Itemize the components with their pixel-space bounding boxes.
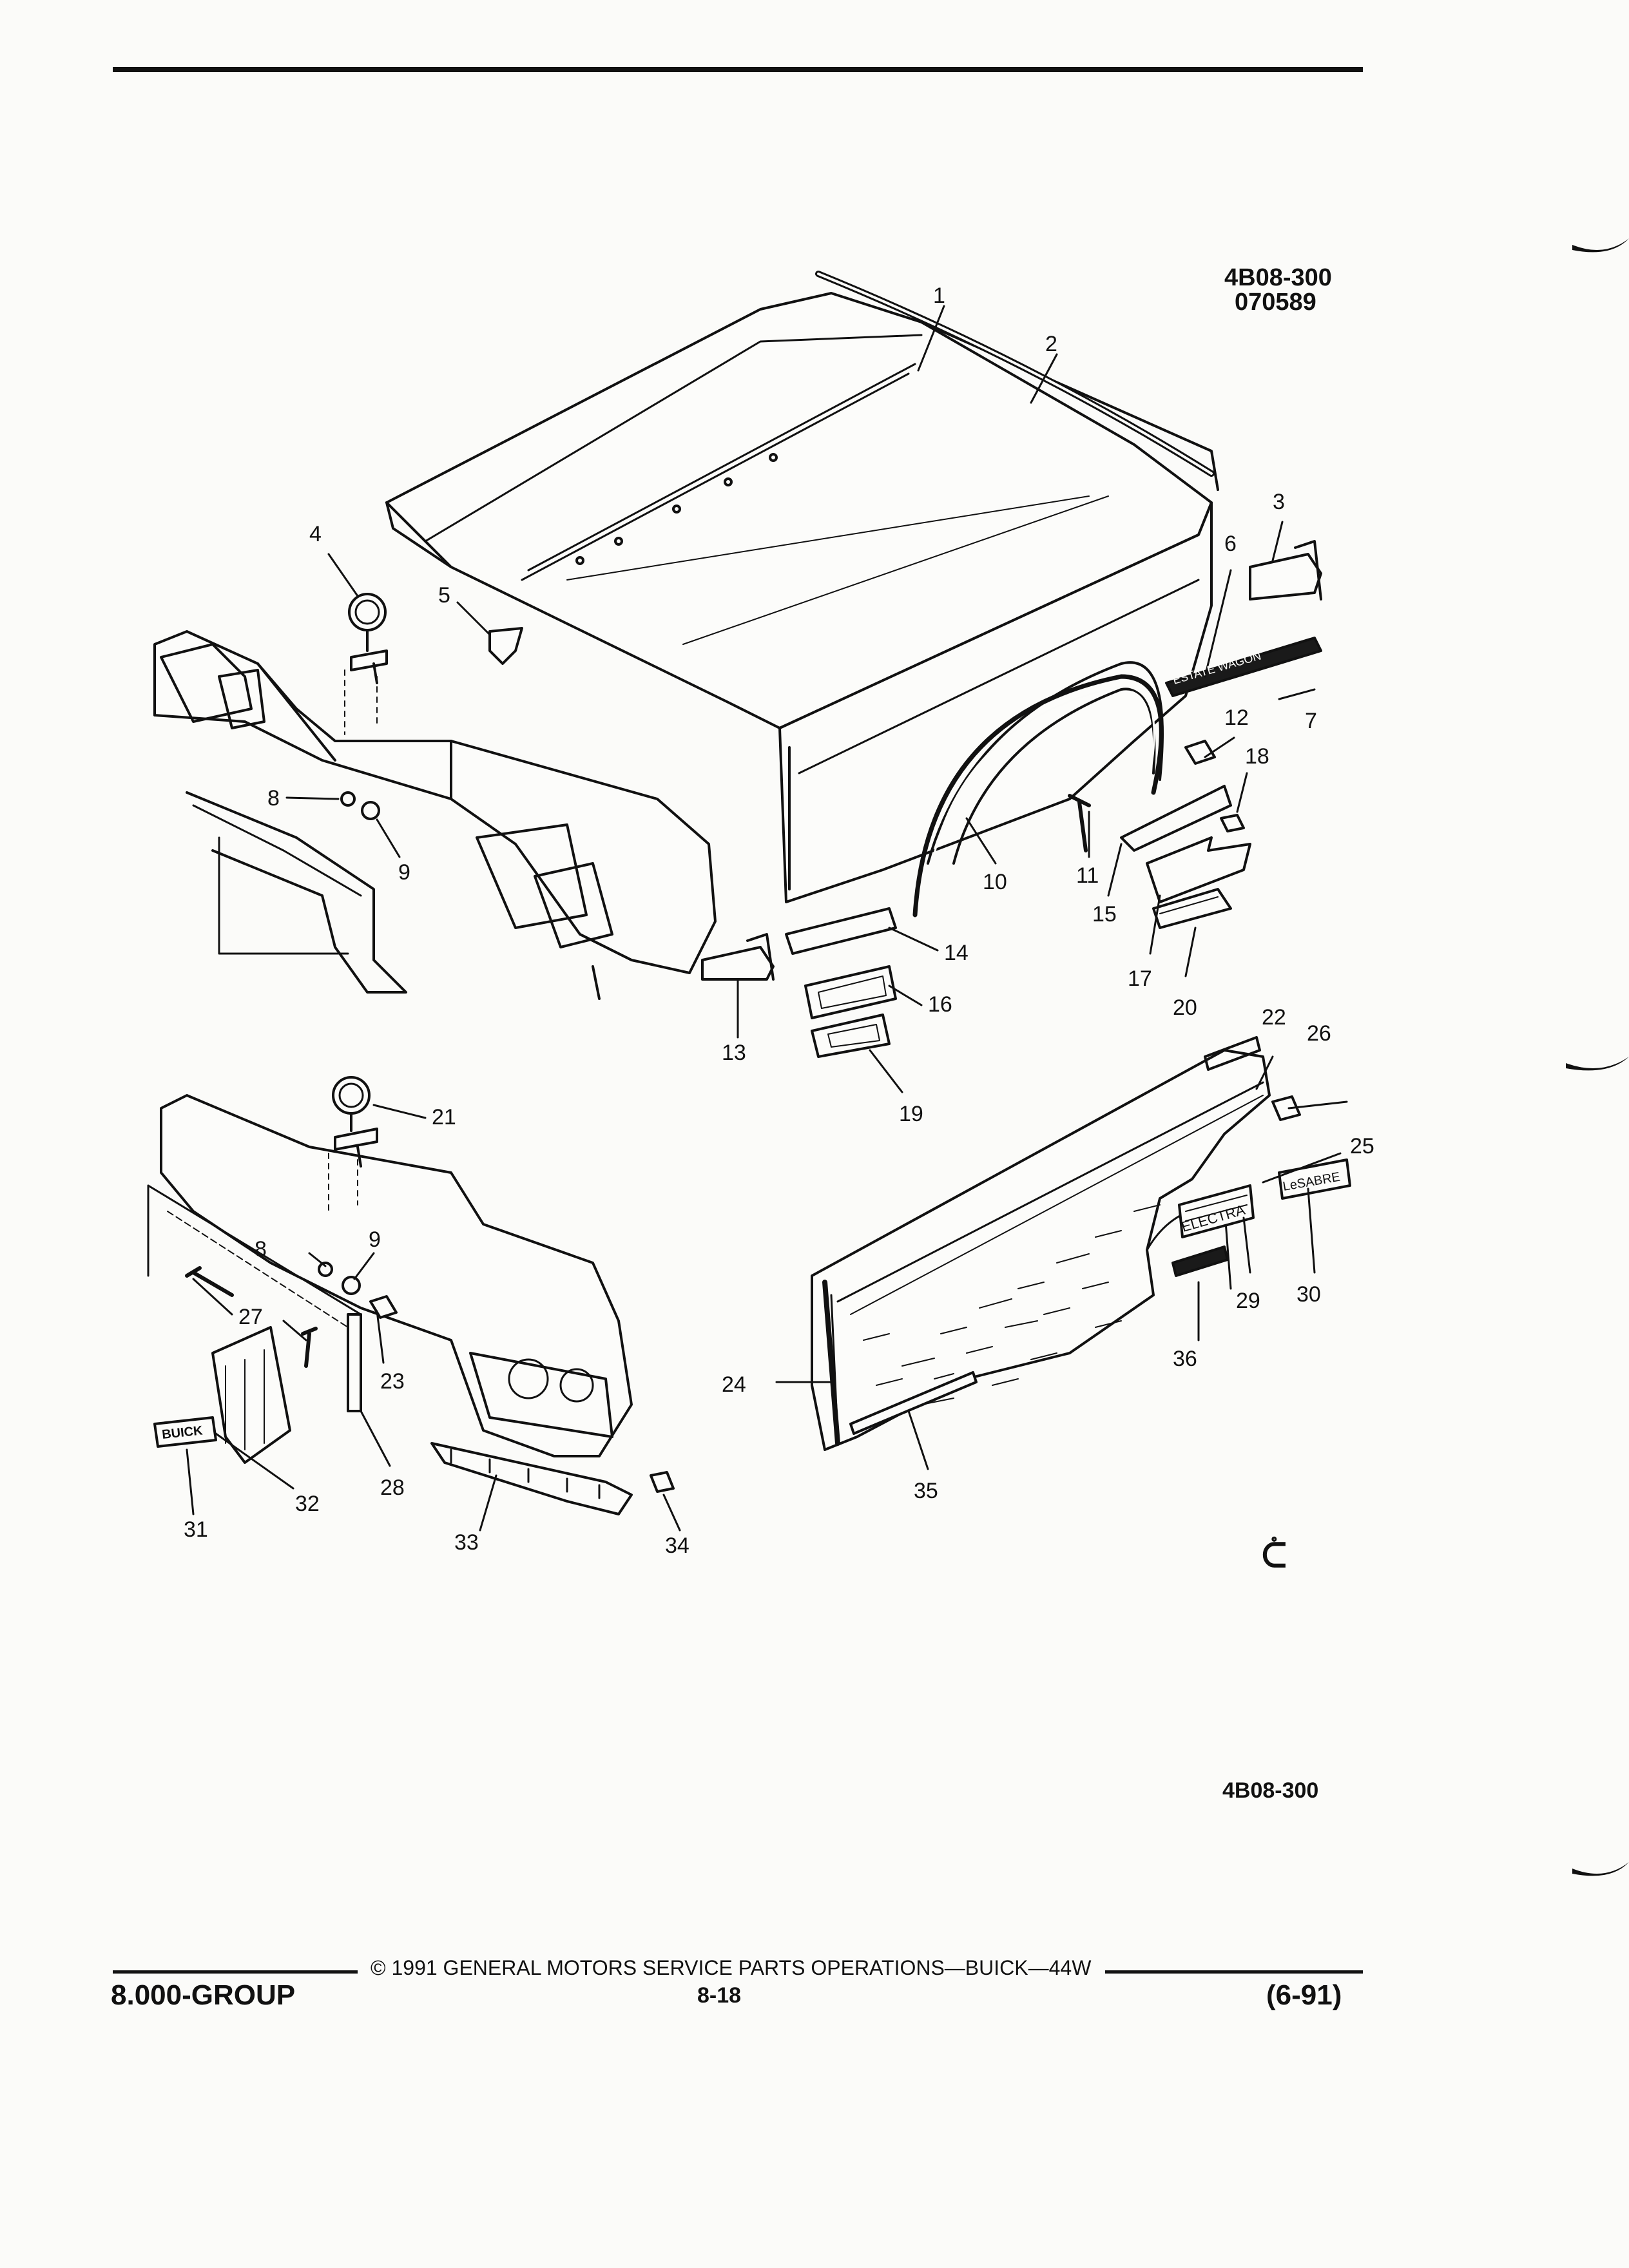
molding-15 [1120, 785, 1232, 852]
ref-code: 4B08-300 [1224, 264, 1332, 291]
molding-17 [1146, 836, 1251, 903]
callout-21: 21 [432, 1105, 456, 1129]
edge-mark [1572, 238, 1629, 253]
callout-34: 34 [665, 1533, 689, 1558]
clip-26 [1271, 1095, 1301, 1121]
ornament-4 [348, 593, 387, 631]
callout-19: 19 [899, 1102, 923, 1126]
callout-28: 28 [380, 1475, 405, 1500]
callout-26: 26 [1307, 1021, 1331, 1046]
molding-33 [430, 1442, 633, 1515]
callout-7: 7 [1305, 709, 1317, 733]
footer-copyright: © 1991 GENERAL MOTORS SERVICE PARTS OPER… [371, 1956, 1092, 1979]
callout-36: 36 [1173, 1347, 1197, 1371]
front-fender [811, 1036, 1271, 1451]
screw-11 [1068, 794, 1091, 852]
callout-9: 9 [398, 860, 410, 885]
hood [385, 292, 1219, 729]
callout-33: 33 [454, 1530, 479, 1555]
top-rule [113, 67, 1363, 72]
clip-34 [650, 1471, 675, 1493]
footer-rule-left [113, 1970, 358, 1974]
callout-5: 5 [438, 583, 450, 608]
leader-lines [186, 305, 1348, 1532]
bolt-27b [301, 1327, 318, 1368]
figure-ref: 4B08-300 [1222, 1778, 1319, 1803]
footer-page: 8-18 [697, 1983, 742, 2008]
molding-35 [849, 1371, 978, 1435]
callout-24: 24 [722, 1372, 746, 1397]
bolt-27a [185, 1266, 234, 1297]
callout-17: 17 [1128, 966, 1152, 991]
molding-14 [785, 907, 897, 955]
callout-8b: 8 [255, 1237, 267, 1262]
callout-35: 35 [914, 1479, 938, 1503]
callout-18: 18 [1245, 744, 1269, 769]
callout-23: 23 [380, 1369, 405, 1394]
nut-9 [361, 801, 380, 820]
callout-11: 11 [1076, 863, 1099, 888]
callout-6: 6 [1224, 532, 1237, 556]
clip-18 [1220, 814, 1245, 832]
callout-16: 16 [928, 992, 952, 1017]
callout-2: 2 [1045, 332, 1057, 356]
nut-8b [318, 1262, 333, 1277]
callout-3: 3 [1273, 490, 1285, 514]
clip-5 [488, 627, 523, 665]
callout-4: 4 [309, 522, 322, 546]
callout-29: 29 [1236, 1289, 1260, 1313]
callout-25: 25 [1350, 1134, 1374, 1158]
lamp-16 [804, 965, 897, 1019]
quarter-panel [778, 501, 1213, 918]
nut-8 [340, 791, 356, 807]
ornament-21 [332, 1076, 371, 1115]
callout-32: 32 [295, 1492, 320, 1516]
callout-8: 8 [267, 786, 280, 811]
seal-24 [822, 1280, 840, 1446]
callout-22: 22 [1262, 1005, 1286, 1030]
service-mark: ᢷ [1262, 1537, 1287, 1575]
buick-plate [153, 1416, 217, 1448]
molding-36 [1171, 1245, 1229, 1277]
edge-mark [1566, 1057, 1629, 1071]
callout-12: 12 [1224, 706, 1249, 730]
nut-9b [342, 1276, 361, 1295]
front-end-panel-upper [153, 630, 717, 1000]
estate-wagon-script [1165, 637, 1322, 697]
gasket-19 [811, 1014, 891, 1058]
callout-10: 10 [983, 870, 1007, 894]
callout-27: 27 [238, 1305, 263, 1329]
footer-rule-right [1105, 1970, 1363, 1974]
clip-13 [701, 946, 775, 981]
molding-clip-3 [1249, 553, 1322, 601]
callout-1: 1 [933, 284, 945, 308]
callout-15: 15 [1092, 902, 1117, 927]
footer-date: (6-91) [1266, 1979, 1342, 2011]
callout-20: 20 [1173, 995, 1197, 1020]
callout-14: 14 [944, 941, 969, 965]
front-end-panel-lower [147, 1094, 633, 1464]
callout-30: 30 [1296, 1282, 1321, 1307]
edge-mark [1572, 1862, 1629, 1876]
callout-13: 13 [722, 1041, 746, 1065]
callout-31: 31 [184, 1517, 208, 1542]
footer-group: 8.000-GROUP [111, 1979, 296, 2011]
clip-12 [1184, 740, 1216, 765]
molding-22 [1204, 1036, 1261, 1071]
date-code: 070589 [1235, 289, 1316, 316]
callout-9b: 9 [369, 1227, 381, 1252]
